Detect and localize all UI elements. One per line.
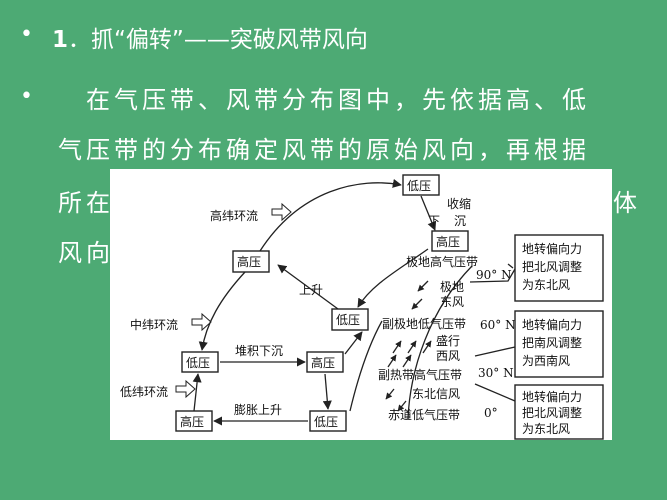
paragraph-line-2: 气压带的分布确定风带的原始风向，再根据 bbox=[58, 136, 590, 164]
paragraph-line-4-left: 风向 bbox=[58, 239, 114, 267]
arrow-high2-to-mid-low1 bbox=[344, 331, 363, 355]
title-text: ．抓“偏转”——突破风带风向 bbox=[68, 27, 368, 53]
svg-text:地转偏向力: 地转偏向力 bbox=[522, 317, 582, 332]
belt-equatorial-low: 赤道低气压带 bbox=[388, 407, 460, 422]
arrow-high-to-top-low bbox=[259, 178, 402, 252]
lat-0: 0° bbox=[484, 406, 498, 420]
svg-text:地转偏向力: 地转偏向力 bbox=[522, 389, 582, 404]
arrow-rise-to-high-1 bbox=[277, 264, 339, 310]
arrow-top-low-to-top-high bbox=[420, 195, 437, 231]
svg-text:低压: 低压 bbox=[186, 356, 210, 370]
label-shrink: 收缩 bbox=[447, 196, 471, 211]
svg-text:把北风调整: 把北风调整 bbox=[522, 259, 582, 274]
lat-30: 30° N bbox=[478, 366, 514, 380]
belt-ne-trade: 东北信风 bbox=[412, 387, 460, 401]
arrow-high2-to-low3 bbox=[322, 373, 332, 410]
box-top-low: 低压 bbox=[402, 174, 440, 196]
arrow-high3-to-low2 bbox=[192, 373, 202, 412]
belt-polar-east-1: 极地 bbox=[440, 280, 464, 294]
wind-arrows-polar-east bbox=[411, 280, 429, 310]
label-sink: 沉 bbox=[454, 214, 466, 228]
wind-arrows-ne-trade bbox=[385, 388, 407, 412]
svg-text:低压: 低压 bbox=[407, 179, 431, 193]
note-box-2: 地转偏向力 把南风调整 为西南风 bbox=[514, 310, 604, 378]
label-rise: 上升 bbox=[299, 283, 323, 297]
svg-text:为西南风: 为西南风 bbox=[522, 353, 570, 368]
bullet-2: • bbox=[20, 84, 33, 109]
svg-text:高压: 高压 bbox=[237, 254, 261, 269]
belt-westerly-1: 盛行 bbox=[436, 333, 460, 348]
arrow-high1-to-low2 bbox=[198, 271, 246, 351]
svg-text:高压: 高压 bbox=[180, 414, 204, 429]
leader-line-2 bbox=[474, 346, 516, 357]
svg-text:低纬环流: 低纬环流 bbox=[120, 385, 168, 399]
box-left-low-2: 低压 bbox=[181, 351, 219, 373]
svg-text:把南风调整: 把南风调整 bbox=[522, 335, 582, 350]
belt-westerly-2: 西风 bbox=[436, 349, 460, 363]
belt-polar-east-2: 东风 bbox=[440, 295, 464, 309]
belt-polar-high: 极地高气压带 bbox=[406, 254, 478, 269]
slide-title: 1．抓“偏转”——突破风带风向 bbox=[52, 20, 368, 54]
title-number: 1 bbox=[52, 27, 69, 53]
low-latitude-circulation-label: 低纬环流 bbox=[120, 379, 196, 399]
paragraph-line-1: 在气压带、风带分布图中，先依据高、低 bbox=[58, 86, 590, 114]
svg-text:把北风调整: 把北风调整 bbox=[522, 405, 582, 420]
label-pile-sink: 堆积下沉 bbox=[235, 344, 283, 358]
svg-text:高压: 高压 bbox=[436, 234, 460, 249]
paragraph-line-3-right: 体 bbox=[613, 189, 637, 217]
box-top-high: 高压 bbox=[431, 230, 469, 252]
lat-60: 60° N bbox=[480, 318, 516, 332]
box-mid-low-3: 低压 bbox=[309, 410, 347, 432]
arrow-top-high-to-mid-low bbox=[357, 248, 429, 308]
box-left-high-1: 高压 bbox=[232, 250, 270, 273]
leader-line-3 bbox=[474, 383, 516, 402]
lat-90: 90° N bbox=[476, 268, 512, 282]
svg-text:高纬环流: 高纬环流 bbox=[210, 208, 258, 223]
earth-surface-arc bbox=[407, 265, 473, 420]
box-left-high-3: 高压 bbox=[175, 410, 213, 432]
label-expand-rise: 膨胀上升 bbox=[234, 403, 282, 417]
high-latitude-circulation-label: 高纬环流 bbox=[210, 202, 292, 223]
hollow-arrow-icon bbox=[271, 202, 292, 222]
wind-arrows-westerly bbox=[387, 340, 432, 368]
paragraph-line-3-left: 所在 bbox=[58, 189, 114, 217]
svg-text:地转偏向力: 地转偏向力 bbox=[522, 241, 582, 256]
arc-low3-upward bbox=[349, 320, 383, 412]
note-box-3: 地转偏向力 把北风调整 为东北风 bbox=[514, 384, 604, 440]
box-mid-low-1: 低压 bbox=[331, 308, 369, 331]
svg-text:高压: 高压 bbox=[311, 355, 335, 370]
box-mid-high-2: 高压 bbox=[306, 351, 344, 373]
note-box-1: 地转偏向力 把北风调整 为东北风 bbox=[514, 234, 604, 302]
mid-latitude-circulation-label: 中纬环流 bbox=[130, 312, 212, 332]
hollow-arrow-icon bbox=[175, 379, 196, 399]
leader-line-1b bbox=[469, 268, 516, 283]
svg-text:为东北风: 为东北风 bbox=[522, 422, 570, 436]
svg-text:中纬环流: 中纬环流 bbox=[130, 317, 178, 332]
svg-text:低压: 低压 bbox=[314, 415, 338, 429]
pressure-wind-diagram: 高纬环流 中纬环流 低纬环流 低压 高压 高压 低压 低压 高压 高压 低压 bbox=[110, 169, 612, 440]
svg-text:为东北风: 为东北风 bbox=[522, 278, 570, 292]
leader-line-1 bbox=[507, 263, 514, 269]
belt-subpolar-low: 副极地低气压带 bbox=[382, 316, 466, 331]
label-down: 下 bbox=[428, 214, 440, 228]
bullet-1: • bbox=[20, 22, 33, 47]
svg-text:低压: 低压 bbox=[336, 313, 360, 327]
belt-subtropical-high: 副热带高气压带 bbox=[378, 367, 462, 382]
hollow-arrow-icon bbox=[191, 312, 212, 332]
